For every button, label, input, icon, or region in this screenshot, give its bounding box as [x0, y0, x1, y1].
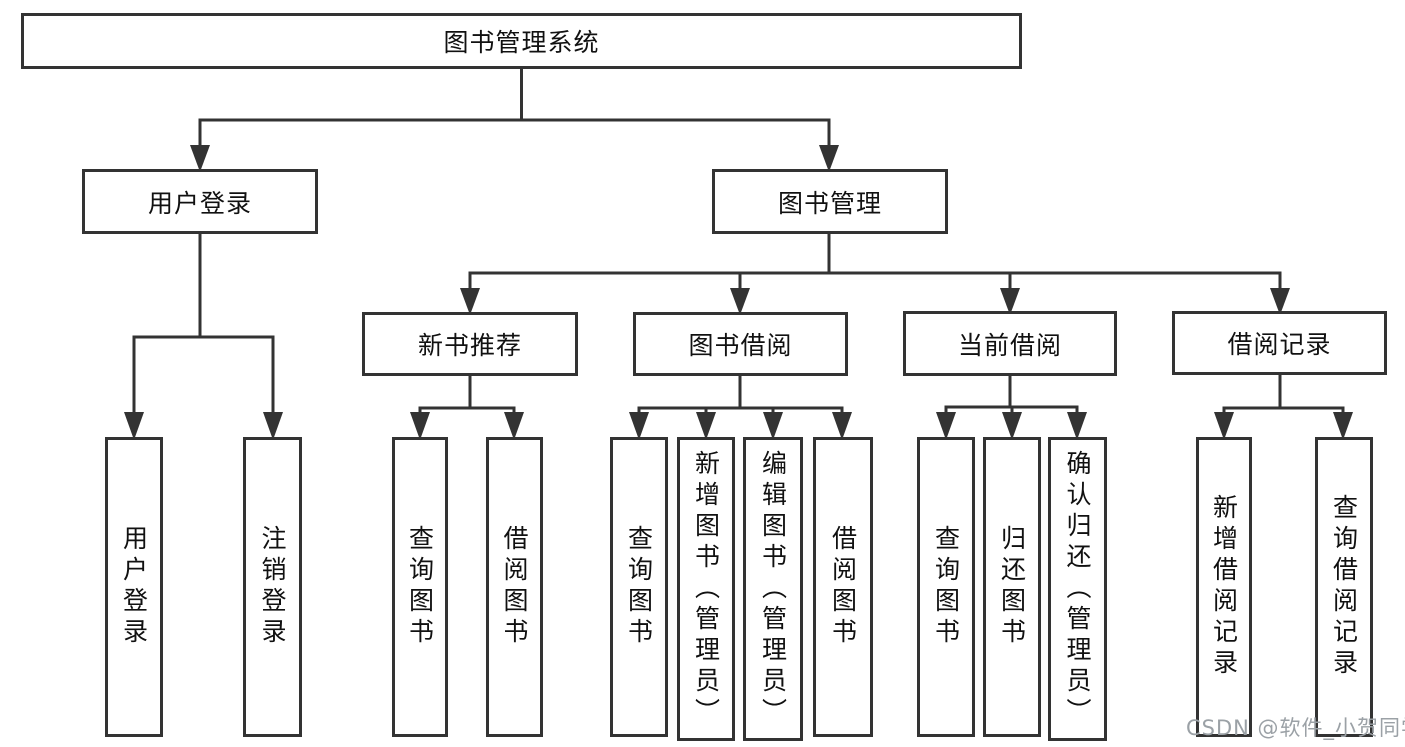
node-user-login-label: 用户登录: [147, 188, 252, 218]
leaf-newbooks-borrow-books-label: 借阅图书: [500, 525, 529, 649]
leaf-current-return-books: 归还图书: [983, 437, 1041, 737]
leaf-records-query-borrow-record-label: 查询借阅记录: [1329, 494, 1359, 680]
arrowhead: [1002, 412, 1022, 440]
leaf-current-confirm-return-admin: 确认归还（管理员）: [1048, 437, 1107, 741]
leaf-user-login: 用户登录: [105, 437, 163, 737]
arrowhead: [460, 288, 480, 315]
leaf-current-return-books-label: 归还图书: [997, 525, 1027, 649]
leaf-borrowing-borrow-books: 借阅图书: [813, 437, 873, 737]
arrowhead: [263, 412, 283, 440]
leaf-newbooks-borrow-books: 借阅图书: [486, 437, 543, 737]
node-root-library-system: 图书管理系统: [21, 13, 1022, 69]
arrowhead: [1214, 412, 1234, 440]
leaf-logout: 注销登录: [243, 437, 302, 737]
node-book-borrowing: 图书借阅: [633, 312, 848, 376]
leaf-borrowing-query-books-label: 查询图书: [624, 525, 654, 649]
leaf-records-add-borrow-record: 新增借阅记录: [1196, 437, 1252, 737]
arrowhead: [1000, 288, 1020, 315]
arrowhead: [730, 288, 750, 315]
leaf-newbooks-query-books-label: 查询图书: [405, 525, 435, 649]
node-current-borrowing-label: 当前借阅: [957, 330, 1062, 360]
leaf-borrowing-borrow-books-label: 借阅图书: [828, 525, 858, 649]
arrowhead: [124, 412, 144, 440]
leaf-records-add-borrow-record-label: 新增借阅记录: [1209, 494, 1239, 680]
node-book-management: 图书管理: [712, 169, 948, 234]
arrowhead: [629, 412, 649, 440]
leaf-logout-label: 注销登录: [258, 525, 287, 649]
node-new-book-recommend-label: 新书推荐: [417, 331, 522, 360]
node-root-label: 图书管理系统: [443, 28, 600, 57]
arrowhead: [696, 412, 716, 440]
arrowhead: [819, 145, 839, 172]
leaf-newbooks-query-books: 查询图书: [392, 437, 448, 737]
leaf-borrowing-edit-books-admin: 编辑图书（管理员）: [743, 437, 803, 741]
arrowhead: [1270, 288, 1290, 315]
node-borrow-records: 借阅记录: [1172, 311, 1387, 375]
arrowhead: [832, 412, 852, 440]
leaf-borrowing-add-books-admin: 新增图书（管理员）: [677, 437, 735, 741]
arrowheads: [124, 145, 1353, 440]
node-book-management-label: 图书管理: [777, 188, 882, 218]
node-new-book-recommend: 新书推荐: [362, 312, 578, 376]
leaf-borrowing-add-books-admin-label: 新增图书（管理员）: [691, 449, 721, 729]
arrowhead: [190, 145, 210, 172]
arrowhead: [936, 412, 956, 440]
node-user-login: 用户登录: [82, 169, 318, 234]
arrowhead: [1067, 412, 1087, 440]
leaf-borrowing-edit-books-admin-label: 编辑图书（管理员）: [758, 449, 788, 729]
arrowhead: [763, 412, 783, 440]
leaf-current-confirm-return-admin-label: 确认归还（管理员）: [1063, 449, 1092, 729]
leaf-current-query-books-label: 查询图书: [931, 525, 961, 649]
node-borrow-records-label: 借阅记录: [1227, 330, 1332, 359]
leaf-user-login-label: 用户登录: [119, 525, 149, 649]
leaf-current-query-books: 查询图书: [917, 437, 975, 737]
node-book-borrowing-label: 图书借阅: [688, 331, 793, 360]
arrowhead: [410, 412, 430, 440]
arrowhead: [504, 412, 524, 440]
arrowhead: [1333, 412, 1353, 440]
leaf-records-query-borrow-record: 查询借阅记录: [1315, 437, 1373, 737]
leaf-borrowing-query-books: 查询图书: [610, 437, 668, 737]
csdn-watermark: CSDN @软件_小贺同学: [1186, 716, 1405, 740]
node-current-borrowing: 当前借阅: [903, 311, 1117, 376]
